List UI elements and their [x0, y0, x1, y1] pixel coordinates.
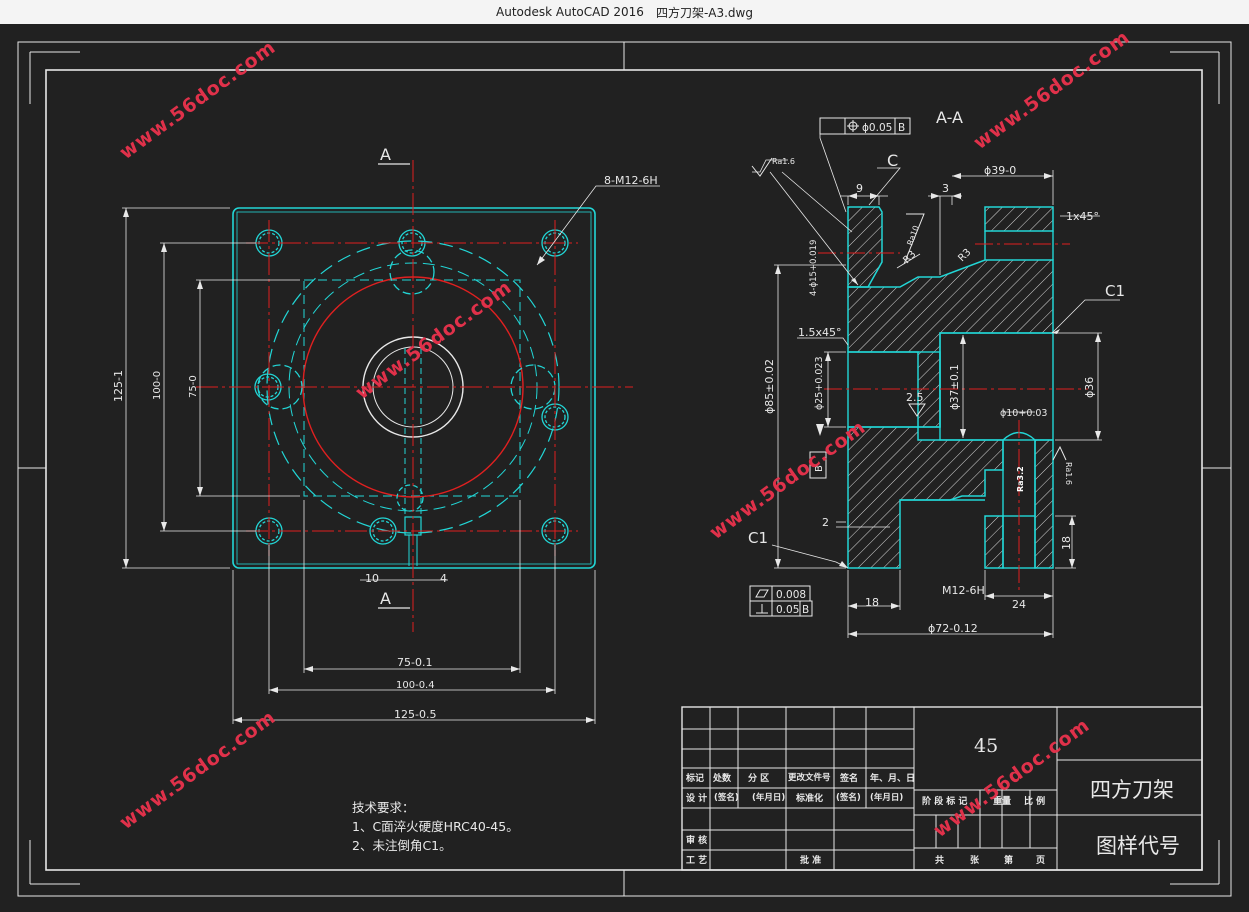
notes-line-1: 1、C面淬火硬度HRC40-45。 [352, 819, 519, 834]
dim-75-left: 75-0 [188, 375, 199, 398]
position-datum: B [898, 122, 905, 134]
tb-sheet-total: 共 [935, 856, 945, 866]
dim-15: 4-ϕ15+0.019 [809, 240, 819, 296]
tb-stage: 阶 段 标 记 [922, 797, 968, 807]
dim-75-bottom: 75-0.1 [397, 656, 432, 669]
tb-row-marks-0: 标记 [686, 774, 705, 784]
section-title: A-A [936, 108, 963, 127]
dim-10-bore: ϕ10+0.03 [1000, 408, 1047, 419]
tb-row-design-3: 标准化 [796, 794, 824, 804]
dim-39: ϕ39-0 [984, 164, 1016, 177]
notes-title: 技术要求： [352, 800, 415, 815]
section-view[interactable]: A-A ϕ0.05 B Ra1.6 C 9 3 ϕ39-0 1x45° R3 R… [748, 108, 1125, 638]
chamfer-1: 1x45° [1066, 210, 1099, 223]
dim-9: 9 [856, 182, 863, 195]
tb-row-design-5: (年月日) [870, 793, 904, 803]
title-block [681, 706, 1203, 871]
dim-18-left: 18 [865, 596, 879, 609]
plate-outline [232, 207, 596, 569]
tb-row-marks-1: 处数 [713, 774, 732, 784]
tb-sheet-page-unit: 页 [1036, 856, 1046, 866]
tb-row-design-2: (年月日) [752, 793, 786, 803]
dim-25: ϕ25+0.023 [814, 356, 825, 410]
front-view[interactable]: A A 8-M12-6H 10 4 75-0.1 100-0.4 125-0.5… [112, 145, 660, 724]
tb-sheet-unit: 张 [970, 856, 980, 866]
file-name: 四方刀架-A3.dwg [655, 5, 753, 20]
ra16-top: Ra1.6 [772, 157, 795, 166]
thread-label: M12-6H [942, 584, 985, 597]
notes-line-2: 2、未注倒角C1。 [352, 838, 452, 853]
tb-scale: 比 例 [1024, 797, 1046, 807]
tb-row-marks-5: 年、月、日 [870, 774, 916, 784]
part-name: 四方刀架 [1090, 778, 1174, 802]
section-label-top: A [380, 145, 391, 164]
dim-36: ϕ36 [1083, 377, 1096, 398]
dim-72: ϕ72-0.12 [928, 622, 978, 635]
r3-b: R3 [956, 247, 973, 264]
tb-row-design-0: 设 计 [686, 794, 708, 804]
dim-10: 10 [365, 572, 379, 585]
dim-18-right: 18 [1060, 536, 1073, 550]
sheet-frame [17, 41, 1232, 897]
tb-row-design-4: (签名) [836, 793, 861, 803]
label-c: C [887, 151, 898, 170]
tb-approve: 批 准 [800, 856, 822, 866]
dim-24: 24 [1012, 598, 1026, 611]
datum-b: B [814, 465, 825, 472]
tb-weight: 重量 [993, 797, 1012, 807]
tb-row-marks-4: 签名 [840, 774, 859, 784]
section-body [847, 206, 883, 288]
dim-2: 2 [822, 516, 829, 529]
technical-notes: 技术要求： 1、C面淬火硬度HRC40-45。 2、未注倒角C1。 [352, 798, 519, 855]
ra16-right: Ra1.6 [1064, 462, 1073, 485]
dim-4: 4 [440, 572, 447, 585]
chamfer-15: 1.5x45° [798, 326, 842, 339]
dim-3: 3 [942, 182, 949, 195]
tb-process: 工 艺 [686, 856, 708, 866]
hole-callout: 8-M12-6H [604, 174, 658, 187]
perp-tol: 0.05 [776, 604, 799, 616]
dim-125-left: 125-1 [112, 370, 125, 402]
tb-row-design-1: (签名) [714, 793, 739, 803]
tb-row-marks-3: 更改文件号 [788, 773, 831, 783]
drawing-canvas[interactable]: A A 8-M12-6H 10 4 75-0.1 100-0.4 125-0.5… [0, 24, 1249, 912]
app-title: Autodesk AutoCAD 2016 [496, 5, 644, 19]
tb-sheet-page: 第 [1004, 856, 1014, 866]
tb-row-marks-2: 分 区 [748, 774, 770, 784]
label-c1-bottom: C1 [748, 529, 768, 547]
material-label: 45 [974, 735, 999, 757]
dim-125-bottom: 125-0.5 [394, 708, 436, 721]
dim-37: ϕ37±0.1 [949, 364, 961, 410]
position-tol: ϕ0.05 [862, 122, 892, 134]
window-titlebar: Autodesk AutoCAD 2016 四方刀架-A3.dwg [0, 0, 1249, 25]
dim-100-bottom: 100-0.4 [396, 680, 435, 691]
dim-2-5: 2.5 [906, 391, 924, 404]
ra10: Ra10 [905, 224, 920, 246]
label-c1-top: C1 [1105, 282, 1125, 300]
perp-datum: B [802, 604, 809, 616]
section-label-bottom: A [380, 589, 391, 608]
dim-100-left: 100-0 [152, 371, 163, 400]
ra32: Ra3.2 [1016, 466, 1025, 492]
tb-review: 审 核 [686, 836, 708, 846]
drawing-number: 图样代号 [1096, 834, 1180, 858]
flatness-tol: 0.008 [776, 589, 806, 601]
dim-85: ϕ85±0.02 [763, 359, 776, 414]
